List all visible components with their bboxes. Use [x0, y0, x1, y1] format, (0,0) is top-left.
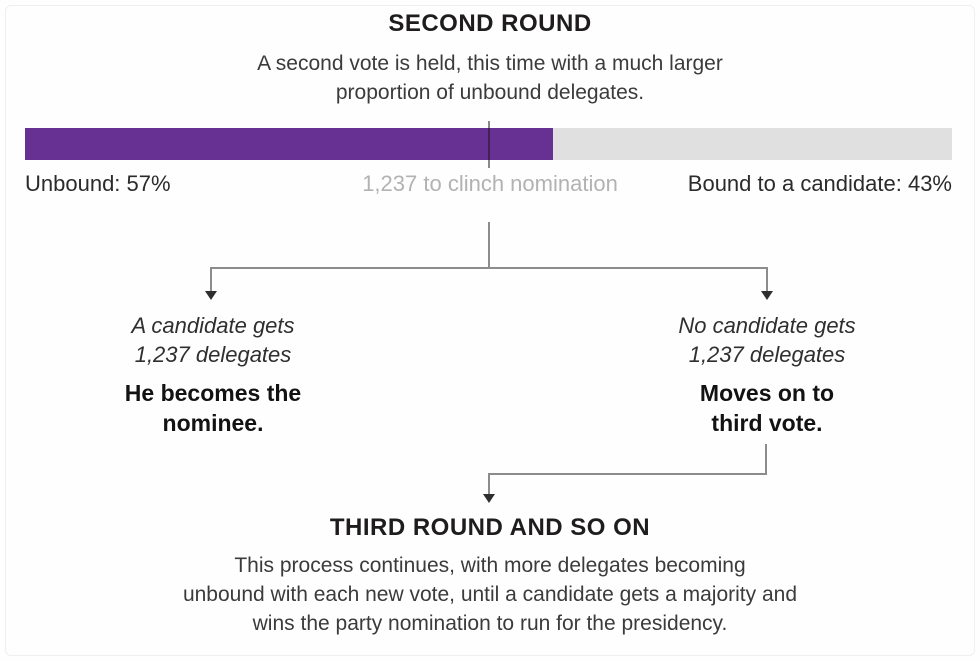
right-branch-condition: No candidate gets 1,237 delegates [607, 311, 927, 369]
elbow-drop-line [488, 473, 490, 495]
second-round-subtitle-line1: A second vote is held, this time with a … [257, 52, 723, 75]
left-branch-condition-line1: A candidate gets [131, 313, 295, 338]
third-round-body-line1: This process continues, with more delega… [234, 554, 746, 577]
elbow-horizontal-line [488, 473, 767, 475]
branch-left-drop-line [210, 267, 212, 292]
bound-label: Bound to a candidate: 43% [687, 171, 952, 196]
second-round-subtitle-line2: proportion of unbound delegates. [335, 81, 645, 104]
right-branch-outcome-line1: Moves on to [699, 380, 835, 406]
right-branch-outcome-line2: third vote. [711, 410, 823, 436]
left-branch-condition-line2: 1,237 delegates [134, 342, 292, 367]
left-branch-condition: A candidate gets 1,237 delegates [53, 311, 373, 369]
left-branch-outcome: He becomes the nominee. [53, 378, 373, 438]
branch-horizontal-line [210, 267, 768, 269]
left-branch-outcome-line1: He becomes the [124, 380, 302, 406]
branch-right-drop-line [766, 267, 768, 292]
third-round-body-line3: wins the party nomination to run for the… [252, 612, 728, 635]
elbow-vertical-right-line [765, 444, 767, 475]
threshold-tick [487, 121, 490, 168]
threshold-label: 1,237 to clinch nomination [362, 171, 618, 196]
bar-labels-row: Unbound: 57% 1,237 to clinch nomination … [0, 171, 980, 201]
third-round-title: THIRD ROUND AND SO ON [329, 514, 651, 541]
third-round-body: This process continues, with more delega… [0, 551, 980, 638]
bar-unbound-segment [25, 128, 554, 160]
right-down-arrow-icon [761, 291, 773, 300]
unbound-label: Unbound: 57% [25, 171, 171, 196]
right-branch-condition-line1: No candidate gets [678, 313, 856, 338]
left-down-arrow-icon [205, 291, 217, 300]
left-branch: A candidate gets 1,237 delegates He beco… [53, 311, 373, 438]
second-round-subtitle: A second vote is held, this time with a … [0, 49, 980, 107]
left-branch-outcome-line2: nominee. [162, 410, 264, 436]
right-branch-condition-line2: 1,237 delegates [688, 342, 846, 367]
right-branch: No candidate gets 1,237 delegates Moves … [607, 311, 927, 438]
third-round-body-line2: unbound with each new vote, until a cand… [182, 583, 798, 606]
second-round-title: SECOND ROUND [388, 10, 592, 37]
right-branch-outcome: Moves on to third vote. [607, 378, 927, 438]
delegate-bar [25, 121, 952, 168]
branch-stem-line [488, 222, 490, 268]
third-round-down-arrow-icon [483, 494, 495, 503]
